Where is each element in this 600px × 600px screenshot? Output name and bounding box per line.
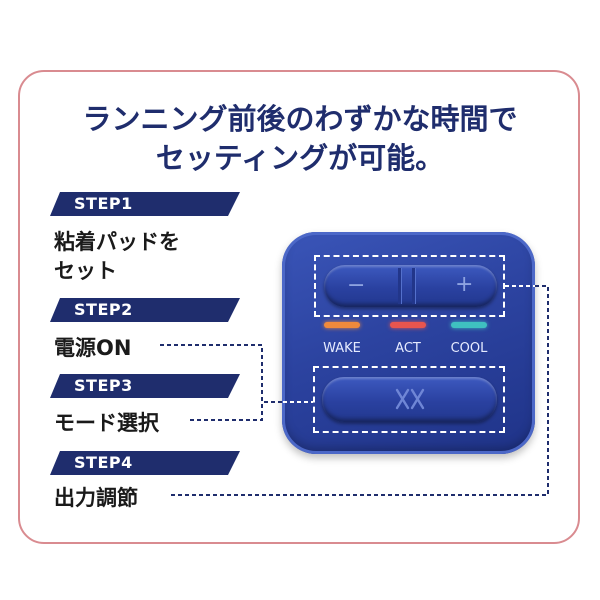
- step2-text: 電源ON: [54, 336, 132, 360]
- step3-tag: STEP3: [50, 374, 240, 398]
- step1-text: 粘着パッドを セット: [54, 228, 180, 286]
- step3-connector: [190, 402, 263, 421]
- step4-text: 出力調節: [54, 486, 138, 510]
- step2-connector: [160, 344, 283, 403]
- power-mode-button[interactable]: [322, 377, 497, 422]
- headline-line-1: ランニング前後のわずかな時間で: [82, 102, 518, 136]
- cool-label: COOL: [450, 341, 488, 356]
- step4-tag-label: STEP4: [74, 453, 133, 472]
- headline-line-2: セッティングが可能。: [155, 141, 445, 175]
- output-adjust-button[interactable]: [324, 265, 497, 307]
- step1-text-line-2: セット: [54, 259, 117, 283]
- act-led-icon: [390, 322, 426, 328]
- step1-tag: STEP1: [50, 192, 240, 216]
- step1-text-line-1: 粘着パッドを: [54, 230, 180, 254]
- cool-led-icon: [451, 322, 487, 328]
- button-divider-right: [412, 268, 415, 304]
- step2-tag-label: STEP2: [74, 300, 133, 319]
- wake-led-icon: [324, 322, 360, 328]
- minus-icon: −: [347, 273, 366, 298]
- plus-icon: +: [455, 272, 474, 297]
- headline: ランニング前後のわずかな時間で セッティングが可能。: [0, 100, 600, 178]
- step4-tag: STEP4: [50, 451, 240, 475]
- button-divider-left: [398, 268, 401, 304]
- wake-label: WAKE: [323, 341, 361, 356]
- step1-tag-label: STEP1: [74, 194, 133, 213]
- step4-connector: [170, 285, 549, 496]
- step2-tag: STEP2: [50, 298, 240, 322]
- step3-text: モード選択: [54, 411, 159, 435]
- act-label: ACT: [395, 341, 421, 356]
- xx-logo-icon: [395, 388, 425, 410]
- step3-tag-label: STEP3: [74, 376, 133, 395]
- power-mode-highlight: [313, 366, 505, 433]
- output-adjust-highlight: [314, 255, 505, 317]
